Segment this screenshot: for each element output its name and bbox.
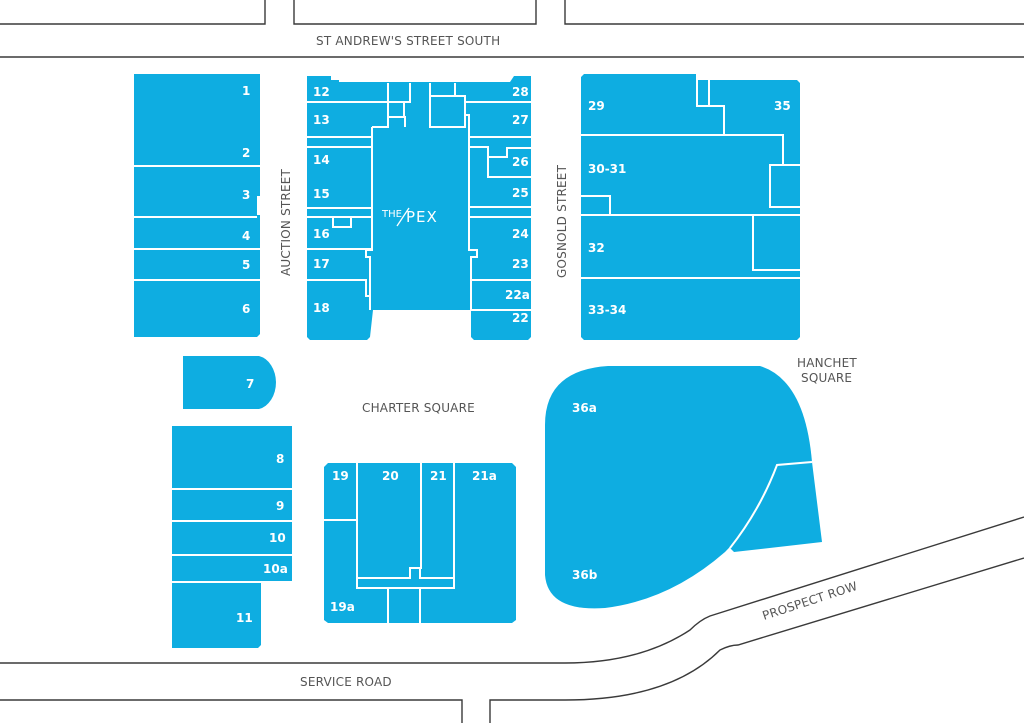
unit-label-3: 3 [242,188,250,202]
unit-label-19: 19 [332,469,349,483]
block-units-8-11 [172,426,292,648]
road-edge-top-right [564,0,1024,25]
unit-label-6: 6 [242,302,250,316]
road-edge-top-left [0,0,266,25]
unit-label-30-31: 30-31 [588,162,626,176]
unit-label-24: 24 [512,227,529,241]
unit-label-8: 8 [276,452,284,466]
road-edge-service-prospect-bottom [489,557,1024,723]
unit-label-13: 13 [313,113,330,127]
unit-label-20: 20 [382,469,399,483]
unit-label-19a: 19a [330,600,355,614]
block-units-36 [545,366,822,609]
road-edge-service-prospect-top [0,516,1024,664]
unit-label-27: 27 [512,113,529,127]
unit-label-32: 32 [588,241,605,255]
unit-label-11: 11 [236,611,253,625]
unit-label-28: 28 [512,85,529,99]
unit-label-4: 4 [242,229,250,243]
unit-label-36b: 36b [572,568,598,582]
street-labels: ST ANDREW'S STREET SOUTH AUCTION STREET … [279,34,859,689]
unit-label-9: 9 [276,499,284,513]
the-apex-logo: THE PEX [381,207,438,227]
unit-label-21a: 21a [472,469,497,483]
street-label-auction-street: AUCTION STREET [279,168,293,276]
svg-text:PEX: PEX [406,208,438,226]
road-edge-top-middle [293,0,537,25]
street-label-st-andrews-street-south: ST ANDREW'S STREET SOUTH [316,34,500,48]
unit-label-21: 21 [430,469,447,483]
unit-label-10a: 10a [263,562,288,576]
street-label-gosnold-street: GOSNOLD STREET [555,164,569,278]
street-label-hanchet-line1: HANCHET [797,356,857,370]
unit-label-22: 22 [512,311,529,325]
road-edge-service-bottom-left [0,699,463,723]
unit-label-1: 1 [242,84,250,98]
block-units-1-6 [134,74,260,337]
block-the-apex [307,76,531,340]
unit-label-25: 25 [512,186,529,200]
unit-label-10: 10 [269,531,286,545]
unit-label-16: 16 [313,227,330,241]
street-label-hanchet-line2: SQUARE [801,371,852,385]
unit-label-5: 5 [242,258,250,272]
unit-label-29: 29 [588,99,605,113]
unit-label-12: 12 [313,85,330,99]
street-label-prospect-row: PROSPECT ROW [761,579,860,623]
svg-text:THE: THE [381,209,402,220]
unit-label-22a: 22a [505,288,530,302]
street-label-service-road: SERVICE ROAD [300,675,392,689]
block-units-29-35 [581,74,800,340]
unit-label-23: 23 [512,257,529,271]
unit-label-15: 15 [313,187,330,201]
unit-label-35: 35 [774,99,791,113]
unit-label-2: 2 [242,146,250,160]
unit-label-18: 18 [313,301,330,315]
unit-label-7: 7 [246,377,254,391]
block-unit-7 [183,356,276,409]
unit-label-33-34: 33-34 [588,303,626,317]
block-units-19-21a [324,463,516,623]
unit-label-17: 17 [313,257,330,271]
unit-label-26: 26 [512,155,529,169]
street-label-charter-square: CHARTER SQUARE [362,401,475,415]
unit-label-36a: 36a [572,401,597,415]
unit-label-14: 14 [313,153,330,167]
unit-labels: 1 2 3 4 5 6 7 8 9 10 10a 11 12 13 14 15 … [236,84,791,625]
